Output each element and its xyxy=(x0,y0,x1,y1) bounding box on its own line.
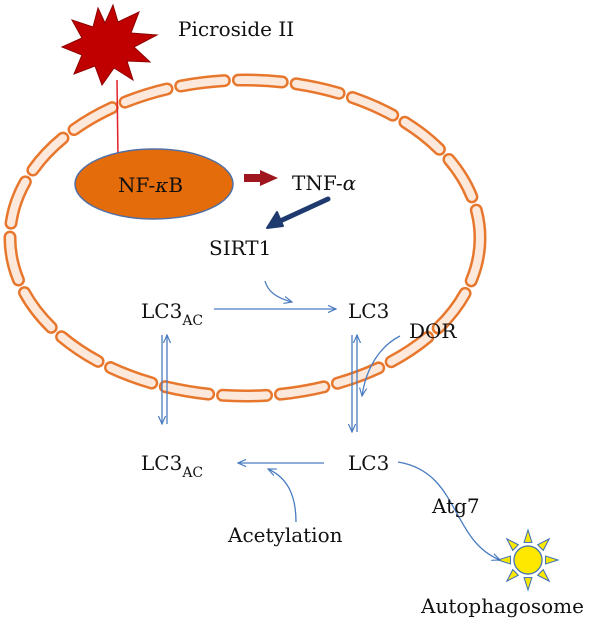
atg7-label: Atg7 xyxy=(431,494,480,518)
inhibition-line xyxy=(106,79,130,159)
right-vertical-double-arrow xyxy=(352,335,357,432)
tnf-alpha-label: TNF-α xyxy=(292,171,357,195)
sun-ray xyxy=(536,568,551,583)
lc3-bottom-label: LC3 xyxy=(348,451,389,475)
cell-membrane xyxy=(3,73,487,403)
picroside-label: Picroside II xyxy=(178,17,294,41)
nfkb-nucleus xyxy=(74,148,234,220)
tnf-to-sirt1-arrow xyxy=(266,196,331,229)
picroside-burst-icon xyxy=(60,3,159,87)
lc3-to-autophagosome-arrow xyxy=(397,461,500,560)
sirt1-label: SIRT1 xyxy=(209,236,271,260)
lc3-top-label: LC3 xyxy=(348,299,389,323)
nfkb-to-tnf-arrow xyxy=(244,170,278,186)
sirt1-influence-arrow xyxy=(264,280,292,302)
sun-ray xyxy=(536,537,551,552)
dor-label: DOR xyxy=(409,319,457,343)
sun-ray xyxy=(496,555,511,565)
left-vertical-double-arrow xyxy=(162,335,167,424)
dor-arrow xyxy=(362,335,401,396)
sun-ray xyxy=(505,568,520,583)
sun-ray xyxy=(505,537,520,552)
lc3-ac-bottom-label: LC3AC xyxy=(141,451,203,481)
sun-core xyxy=(513,545,543,575)
autophagosome-sun-icon xyxy=(496,528,560,592)
lc3-ac-top-label: LC3AC xyxy=(141,299,203,329)
autophagosome-label: Autophagosome xyxy=(420,594,584,618)
sun-ray xyxy=(545,555,560,565)
nfkb-label: NF-κB xyxy=(118,173,183,197)
sun-ray xyxy=(523,528,533,543)
sun-ray xyxy=(523,577,533,592)
acetylation-arrow xyxy=(268,468,297,523)
acetylation-label: Acetylation xyxy=(227,523,343,547)
